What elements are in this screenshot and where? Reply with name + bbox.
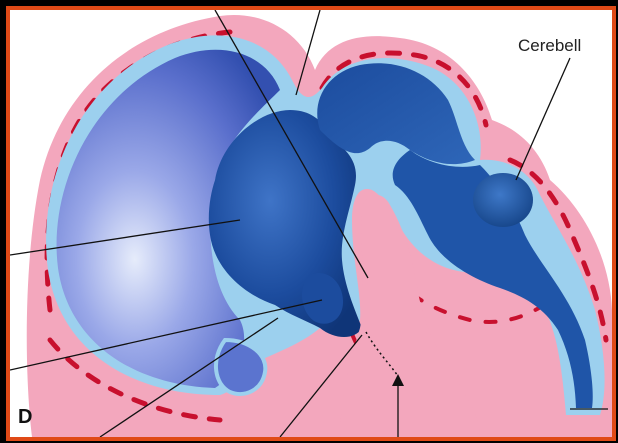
panel-letter: D [18, 406, 32, 429]
label-cerebellum: Cerebell [518, 36, 581, 56]
embryonic-brain-illustration [10, 10, 612, 437]
cerebellum [473, 173, 533, 227]
figure-frame: Cerebell D [6, 6, 616, 441]
